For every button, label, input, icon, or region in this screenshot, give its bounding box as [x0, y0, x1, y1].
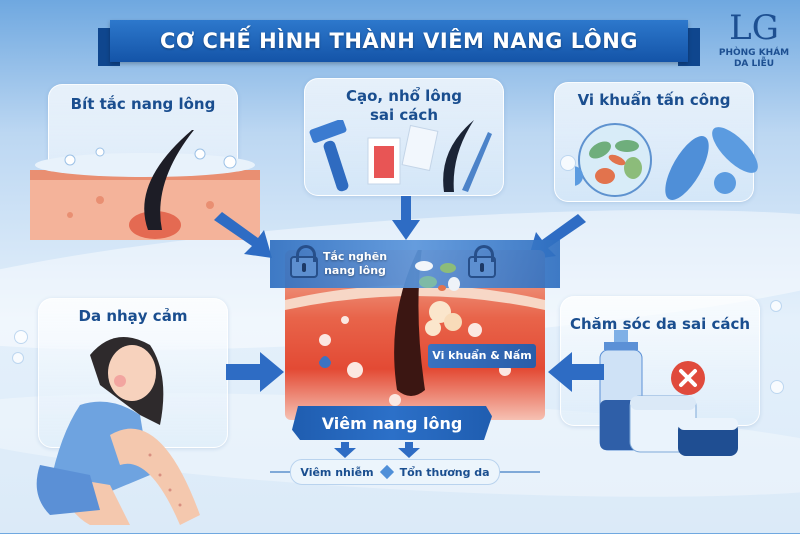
arrow-down-icon	[334, 442, 356, 458]
arrow-from-clogged-icon	[214, 212, 274, 262]
bubble-decoration	[560, 155, 576, 171]
bubble-decoration	[770, 380, 784, 394]
bacteria-icon	[563, 118, 765, 203]
cause-label: Bít tắc nang lông	[70, 95, 216, 113]
bubble-decoration	[770, 300, 782, 312]
result-banner: Viêm nang lông	[292, 406, 492, 440]
bubble-decoration	[12, 352, 24, 364]
arrow-from-sensitive-icon	[226, 352, 284, 392]
page-title: CƠ CHẾ HÌNH THÀNH VIÊM NANG LÔNG	[159, 29, 639, 53]
blocked-follicle-band	[270, 240, 560, 288]
clinic-logo: LG PHÒNG KHÁM DA LIỄU	[712, 8, 796, 70]
outcome-inflammation: Viêm nhiễm	[300, 465, 374, 479]
arrow-down-icon	[398, 442, 420, 458]
lock-icon	[468, 245, 496, 278]
cause-label-line-2: sai cách	[370, 106, 438, 124]
logo-mark: LG	[729, 8, 779, 48]
cause-label-line-1: Cạo, nhổ lông	[345, 87, 463, 105]
blocked-line-2: nang lông	[324, 264, 386, 277]
arrow-down-icon	[392, 196, 420, 240]
logo-line-2: DA LIỄU	[733, 59, 775, 69]
skincare-products-icon	[596, 330, 756, 460]
bubble-decoration	[14, 330, 28, 344]
blocked-follicle-label: Tắc nghẽn nang lông	[320, 250, 390, 278]
title-banner: CƠ CHẾ HÌNH THÀNH VIÊM NANG LÔNG	[98, 20, 700, 66]
cause-label: Chăm sóc da sai cách	[569, 315, 751, 333]
lock-icon	[290, 245, 318, 278]
result-title: Viêm nang lông	[321, 413, 463, 433]
divider-line	[270, 471, 290, 473]
cause-label: Da nhạy cảm	[78, 307, 188, 325]
microbes-label: Vi khuẩn & Nấm	[428, 344, 536, 368]
cause-label: Vi khuẩn tấn công	[577, 91, 731, 109]
outcome-skin-damage: Tổn thương da	[399, 465, 490, 479]
outcomes-bar: Viêm nhiễm Tổn thương da	[290, 459, 500, 485]
blocked-line-1: Tắc nghẽn	[322, 250, 388, 263]
arrow-from-skincare-icon	[548, 352, 604, 392]
sensitive-skin-woman-icon	[20, 325, 220, 530]
logo-line-1: PHÒNG KHÁM	[718, 48, 790, 58]
microbes-icon	[412, 258, 468, 292]
divider-line	[500, 471, 540, 473]
diamond-separator-icon	[379, 464, 394, 480]
hair-follicle-clogged-icon	[30, 125, 260, 240]
razor-wax-tweezers-icon	[306, 119, 506, 195]
